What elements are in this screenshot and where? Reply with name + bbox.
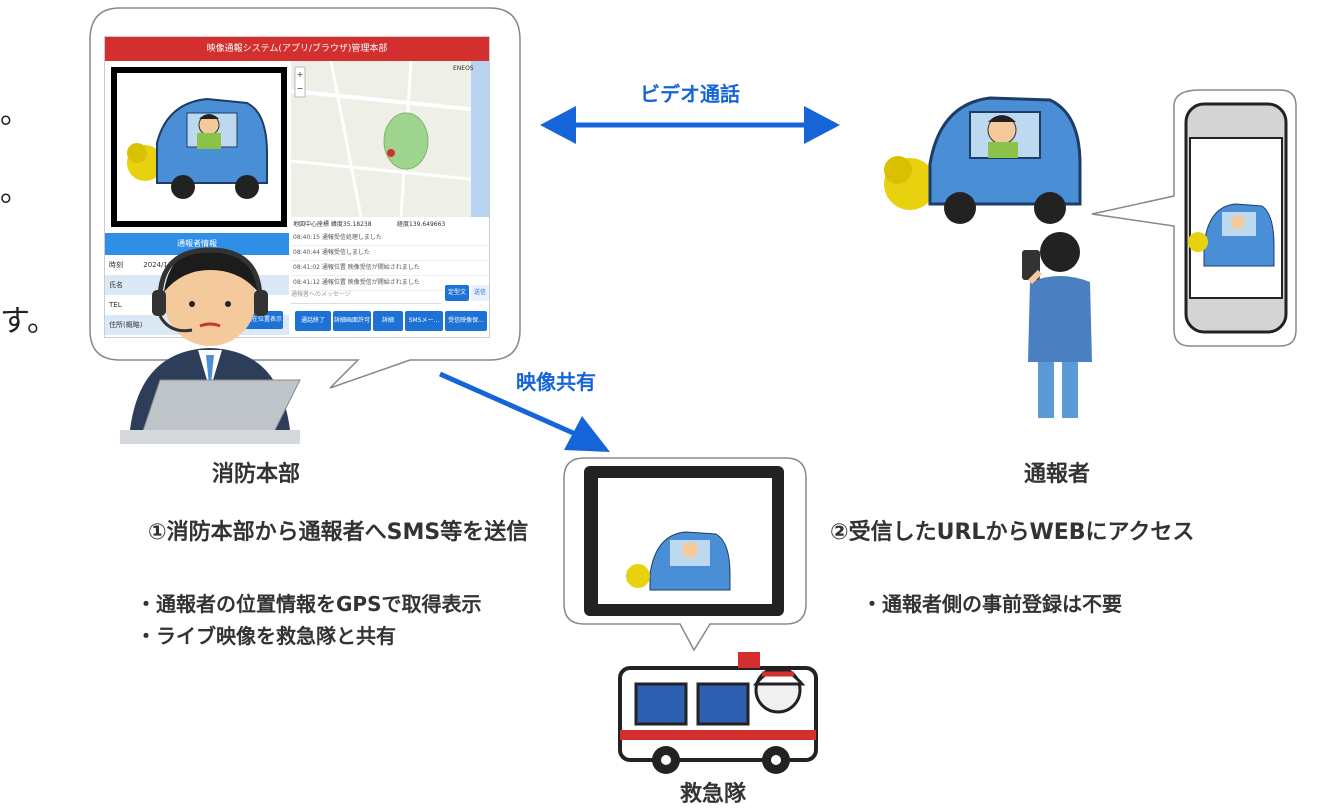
video-call-arrow	[540, 106, 840, 144]
event-log: 08:40:15 通報受信処理しました 08:40:44 通報受信しました 08…	[291, 231, 489, 321]
video-feed	[117, 73, 281, 221]
phone-speech-bubble	[1091, 89, 1297, 347]
info-key: 時刻	[109, 261, 123, 269]
fire-hq-bullet: ・ライブ映像を救急隊と共有	[136, 624, 396, 648]
svg-text:+: +	[297, 70, 304, 79]
dispatch-screen: 映像通報システム(アプリ/ブラウザ)管理本部	[104, 36, 490, 338]
cut-text-3: す。	[0, 304, 57, 339]
log-line: 08:40:44 通報受信しました	[291, 246, 489, 261]
video-share-label: 映像共有	[516, 370, 596, 394]
svg-text:−: −	[297, 84, 304, 93]
reporter-bullet: ・通報者側の事前登録は不要	[862, 592, 1122, 616]
sms-button[interactable]: SMSメー...	[405, 311, 443, 331]
fire-hq-label: 消防本部	[212, 462, 301, 487]
message-input[interactable]: 通報者へのメッセージ	[291, 287, 441, 304]
permit-details-button[interactable]: 詳細画面許可	[333, 311, 371, 331]
fire-hq-step1: ①消防本部から通報者へSMS等を送信	[148, 520, 529, 545]
show-location-button[interactable]: 現在位置表示	[245, 311, 283, 329]
cut-text-1: 。	[0, 96, 30, 131]
video-call-label: ビデオ通話	[640, 82, 740, 106]
map-poi-label: ENEOS	[453, 65, 474, 72]
send-button[interactable]: 送信	[471, 285, 489, 301]
ambulance-speech-bubble	[563, 457, 807, 652]
info-key: 住所(概略)	[109, 321, 143, 329]
coords-left: 地図中心座標 緯度35.18238	[293, 221, 372, 228]
log-line: 08:41:02 通報位置 映像受信が開始されました	[291, 261, 489, 276]
reporter-label: 通報者	[1024, 462, 1091, 487]
template-button[interactable]: 定型文	[445, 285, 469, 301]
info-key: 氏名	[109, 281, 123, 289]
log-line: 08:40:15 通報受信処理しました	[291, 231, 489, 246]
video-share-arrow	[438, 371, 610, 452]
details-button[interactable]: 詳細	[373, 311, 403, 331]
ambulance-label: 救急隊	[680, 782, 747, 807]
save-video-button[interactable]: 受信映像保...	[445, 311, 487, 331]
reporter-person-illustration	[1022, 232, 1092, 418]
info-header: 通報者情報	[105, 233, 289, 255]
cut-text-2: 。	[0, 174, 30, 209]
reporter-car-crash-illustration	[884, 96, 1082, 224]
operator-illustration	[120, 247, 301, 444]
end-call-button[interactable]: 通話終了	[295, 311, 331, 331]
info-row-tel: TEL	[105, 295, 289, 315]
fire-hq-bullet: ・通報者の位置情報をGPSで取得表示	[136, 592, 482, 616]
log-line: 08:41:12 通報位置 映像受信が開始されました	[291, 276, 489, 291]
reporter-step2: ②受信したURLからWEBにアクセス	[830, 520, 1195, 545]
map-panel[interactable]: + − ENEOS	[291, 61, 489, 217]
video-panel	[111, 67, 287, 227]
screen-titlebar: 映像通報システム(アプリ/ブラウザ)管理本部	[105, 37, 489, 61]
info-key: TEL	[109, 301, 122, 309]
ambulance-illustration	[618, 652, 818, 774]
coords-right: 経度139.649663	[397, 221, 446, 228]
car-crash-icon	[127, 97, 268, 199]
